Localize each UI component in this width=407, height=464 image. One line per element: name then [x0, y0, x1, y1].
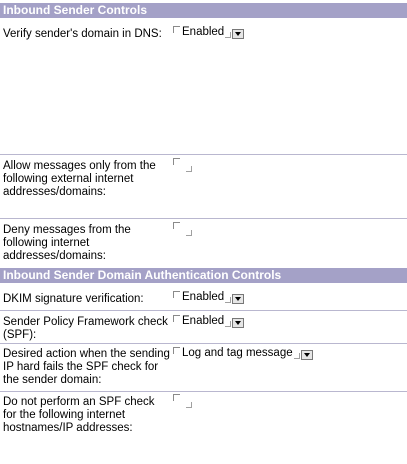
field-corner-bottom-icon	[225, 297, 232, 303]
field-corner-bottom-icon	[225, 32, 232, 38]
field-corner-bottom-icon	[225, 321, 232, 327]
dkim-dropdown[interactable]: Enabled	[173, 291, 245, 305]
spf-action-value: Log and tag message	[182, 347, 293, 359]
spf-exclude-field[interactable]	[173, 394, 192, 408]
verify-domain-label: Verify sender's domain in DNS:	[3, 28, 162, 40]
field-corner-top-icon	[173, 222, 180, 229]
spf-action-label: Desired action when the sending IP hard …	[3, 348, 170, 386]
verify-domain-dropdown[interactable]: Enabled	[173, 26, 245, 40]
field-corner-bottom-icon	[293, 353, 300, 359]
spf-label: Sender Policy Framework check (SPF):	[3, 316, 168, 341]
field-corner-top-icon	[173, 347, 180, 354]
dropdown-arrow-icon[interactable]	[232, 29, 245, 39]
row-verify-sender-domain: Verify sender's domain in DNS: Enabled	[0, 18, 407, 155]
field-corner-top-icon	[173, 394, 180, 401]
row-spf-action: Desired action when the sending IP hard …	[0, 345, 407, 392]
field-corner-bottom-icon	[186, 230, 192, 236]
spf-exclude-label: Do not perform an SPF check for the foll…	[3, 396, 155, 434]
row-allow-messages: Allow messages only from the following e…	[0, 156, 407, 219]
spf-value: Enabled	[182, 315, 225, 327]
section-header-domain-auth-controls: Inbound Sender Domain Authentication Con…	[0, 268, 407, 283]
dropdown-arrow-icon[interactable]	[232, 294, 245, 304]
dropdown-arrow-icon[interactable]	[232, 318, 245, 328]
deny-messages-label: Deny messages from the following interne…	[3, 224, 131, 262]
dkim-label: DKIM signature verification:	[3, 293, 144, 305]
deny-messages-field[interactable]	[173, 222, 192, 236]
verify-domain-value: Enabled	[182, 26, 225, 38]
allow-messages-field[interactable]	[173, 158, 192, 172]
field-corner-top-icon	[173, 158, 180, 165]
field-corner-top-icon	[173, 26, 180, 33]
allow-messages-label: Allow messages only from the following e…	[3, 160, 156, 198]
field-corner-top-icon	[173, 315, 180, 322]
dkim-value: Enabled	[182, 291, 225, 303]
row-spf: Sender Policy Framework check (SPF): Ena…	[0, 312, 407, 344]
field-corner-bottom-icon	[186, 402, 192, 408]
spf-dropdown[interactable]: Enabled	[173, 315, 245, 329]
row-deny-messages: Deny messages from the following interne…	[0, 220, 407, 267]
field-corner-top-icon	[173, 291, 180, 298]
field-corner-bottom-icon	[186, 166, 192, 172]
spf-action-dropdown[interactable]: Log and tag message	[173, 347, 313, 361]
section-header-inbound-sender-controls: Inbound Sender Controls	[0, 3, 407, 18]
row-dkim: DKIM signature verification: Enabled	[0, 283, 407, 311]
dropdown-arrow-icon[interactable]	[300, 350, 313, 360]
row-spf-exclude: Do not perform an SPF check for the foll…	[0, 393, 407, 453]
